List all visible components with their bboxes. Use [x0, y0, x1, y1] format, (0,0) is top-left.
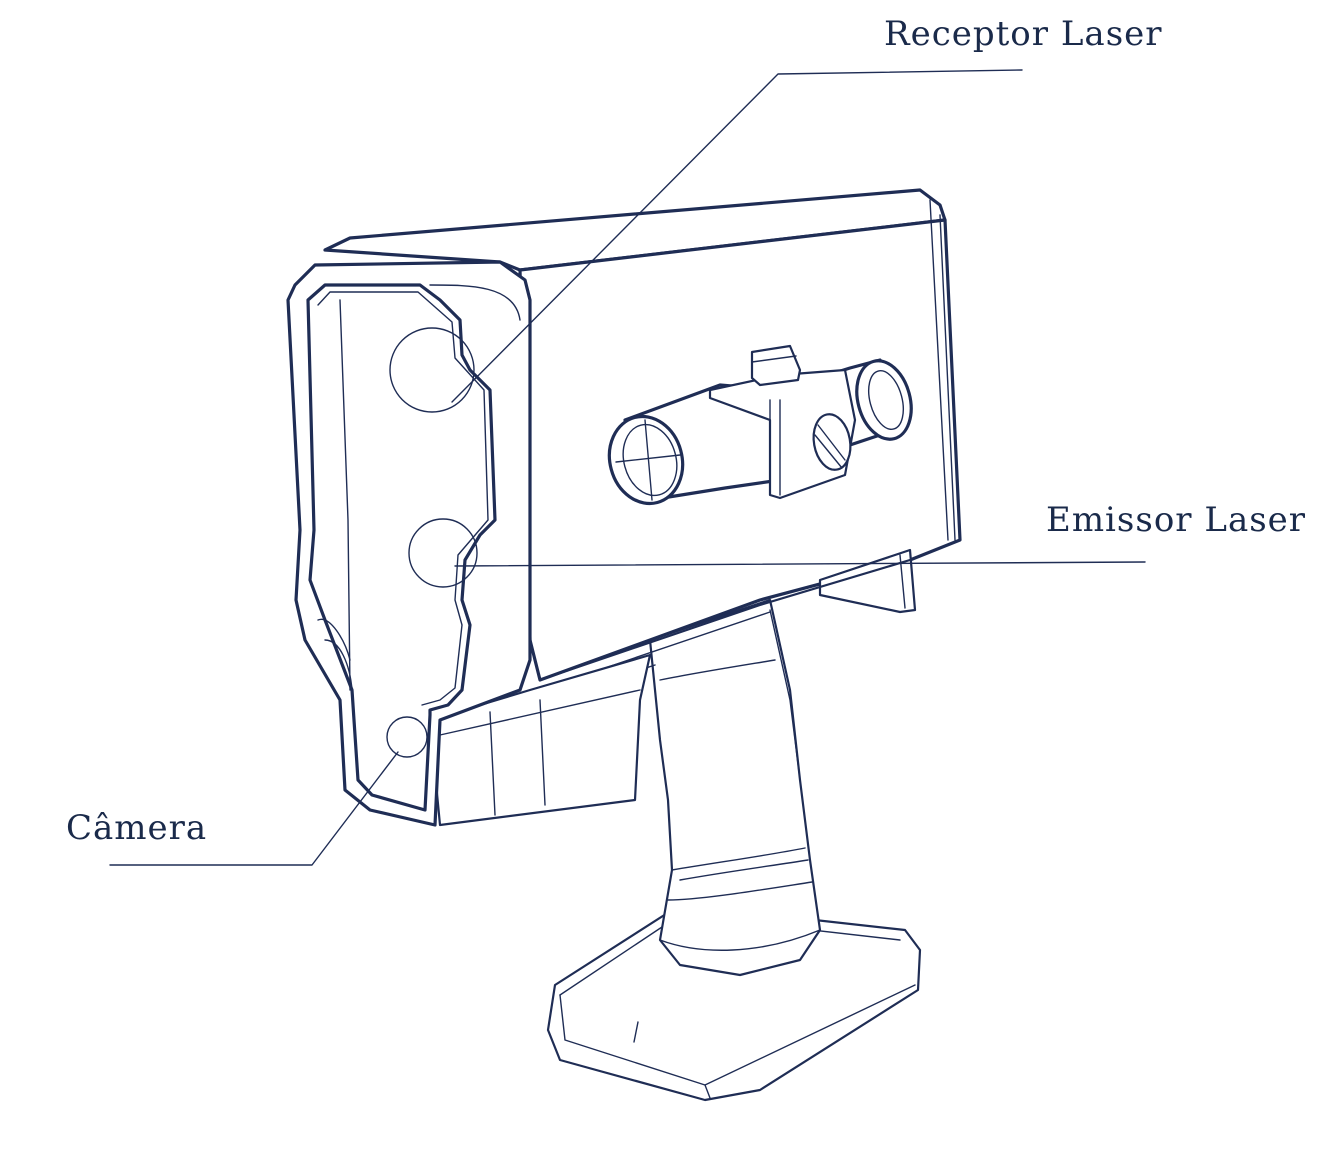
camera-callout-line [109, 751, 399, 866]
receptor-callout-line [451, 69, 1023, 403]
camera-label: Câmera [66, 808, 208, 848]
emissor-callout-line [454, 561, 1146, 567]
emissor-laser-label: Emissor Laser [1046, 500, 1307, 540]
device-scope [607, 344, 913, 506]
device-base [546, 903, 922, 1102]
receptor-laser-label: Receptor Laser [884, 14, 1163, 54]
device-handle [648, 598, 822, 977]
callout-lines [109, 69, 1146, 866]
device-front-face [286, 260, 532, 827]
